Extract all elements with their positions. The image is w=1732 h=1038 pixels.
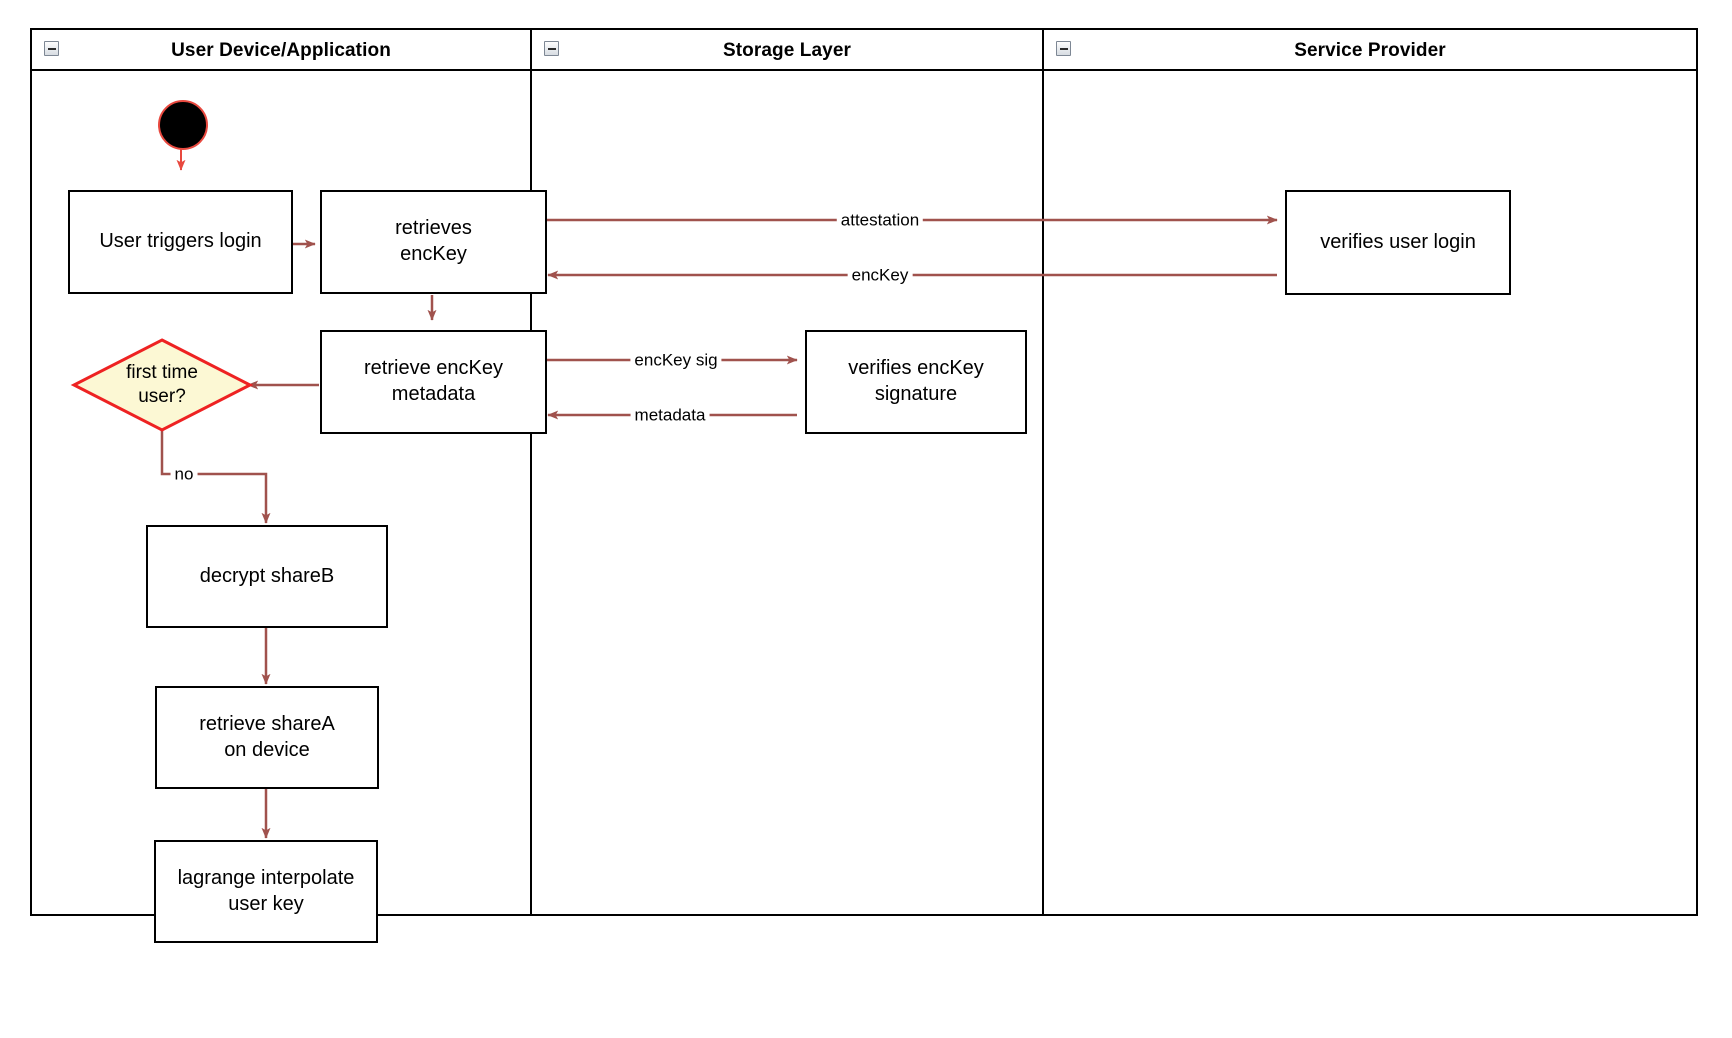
- decision-label-line1: first time: [126, 362, 198, 384]
- decision-label: first time user?: [72, 338, 252, 432]
- decision-label-line2: user?: [138, 386, 186, 407]
- node-label-line1: retrieve encKey: [364, 357, 503, 380]
- edge-label-metadata: metadata: [630, 406, 710, 424]
- node-label-line2: encKey: [400, 243, 467, 265]
- node-user-triggers-login[interactable]: User triggers login: [68, 190, 293, 294]
- node-retrieves-enckey[interactable]: retrieves encKey: [320, 190, 547, 294]
- node-label-line2: signature: [874, 383, 958, 405]
- node-label-line2: metadata: [391, 383, 476, 405]
- lane-header-service-provider[interactable]: Service Provider: [1044, 30, 1696, 71]
- edge-label-attestation: attestation: [836, 211, 924, 229]
- decision-diamond-shape: [70, 338, 254, 432]
- edge-label-no: no: [170, 465, 198, 483]
- collapse-minus-icon[interactable]: [544, 41, 559, 56]
- edge-label-enckey-sig: encKey sig: [630, 351, 722, 369]
- node-verifies-user-login[interactable]: verifies user login: [1285, 190, 1511, 295]
- node-label-line2: user key: [228, 892, 304, 915]
- node-verifies-enckey-signature[interactable]: verifies encKey signature: [805, 330, 1027, 434]
- start-node: [158, 100, 208, 150]
- node-label-line1: retrieves: [395, 217, 472, 240]
- lane-header-storage-layer[interactable]: Storage Layer: [532, 30, 1042, 71]
- lane-divider-1: [530, 30, 532, 914]
- swimlane-header-band: [32, 30, 1696, 71]
- node-decrypt-shareb[interactable]: decrypt shareB: [146, 525, 388, 628]
- node-retrieve-enckey-metadata[interactable]: retrieve encKey metadata: [320, 330, 547, 434]
- node-lagrange-interpolate-user-key[interactable]: lagrange interpolate user key: [154, 840, 378, 943]
- edge-label-enckey: encKey: [847, 266, 913, 284]
- lane-title-service-provider: Service Provider: [1294, 39, 1446, 61]
- node-label: decrypt shareB: [199, 564, 335, 587]
- node-label: verifies user login: [1320, 230, 1476, 253]
- node-label: User triggers login: [99, 230, 262, 253]
- node-retrieve-sharea-on-device[interactable]: retrieve shareA on device: [155, 686, 379, 789]
- collapse-minus-icon[interactable]: [1056, 41, 1071, 56]
- node-first-time-user-decision[interactable]: first time user?: [70, 338, 254, 432]
- node-label-line1: lagrange interpolate: [177, 866, 355, 889]
- node-label-line1: verifies encKey: [848, 357, 984, 380]
- lane-header-user-device[interactable]: User Device/Application: [32, 30, 530, 71]
- lane-title-storage-layer: Storage Layer: [722, 39, 852, 61]
- collapse-minus-icon[interactable]: [44, 41, 59, 56]
- lane-title-user-device: User Device/Application: [171, 39, 391, 61]
- lane-divider-2: [1042, 30, 1044, 914]
- node-label-line2: on device: [224, 738, 310, 761]
- node-label-line1: retrieve shareA: [199, 712, 335, 735]
